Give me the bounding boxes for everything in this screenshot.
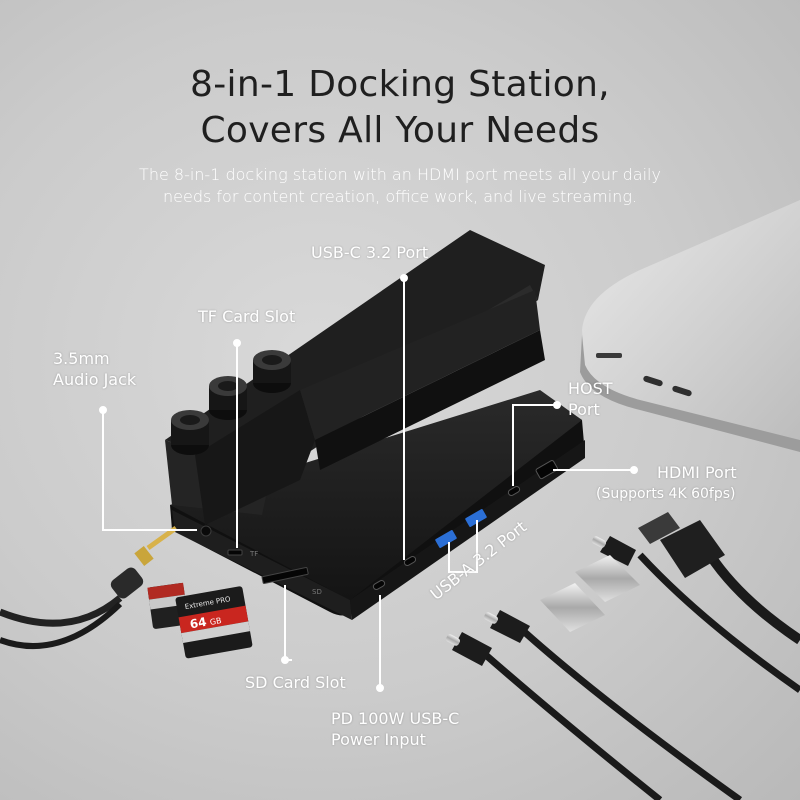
label-host-port-line-1: HOST (568, 379, 613, 398)
label-audio-jack-line-2: Audio Jack (53, 370, 137, 389)
audio-cable-illustration (0, 525, 178, 649)
subtitle-line-2: needs for content creation, office work,… (162, 187, 638, 206)
sd-card-capacity: 64 (189, 615, 208, 632)
label-pd-power-input: PD 100W USB-C Power Input (331, 708, 459, 750)
label-host-port-line-2: Port (568, 400, 600, 419)
headline: 8-in-1 Docking Station, Covers All Your … (0, 62, 800, 154)
label-hdmi-port: HDMI Port (657, 463, 737, 482)
subtitle-line-1: The 8-in-1 docking station with an HDMI … (139, 165, 661, 184)
label-audio-jack-line-1: 3.5mm (53, 349, 110, 368)
headline-line-1: 8-in-1 Docking Station, (190, 64, 610, 105)
label-sd-card-slot: SD Card Slot (245, 673, 346, 692)
headline-line-2: Covers All Your Needs (200, 110, 600, 151)
subtitle: The 8-in-1 docking station with an HDMI … (60, 164, 740, 208)
label-pd-power-input-line-1: PD 100W USB-C (331, 709, 460, 728)
label-tf-card-slot: TF Card Slot (198, 307, 296, 326)
label-hdmi-spec: (Supports 4K 60fps) (596, 486, 736, 502)
label-usbc-32-port: USB-C 3.2 Port (311, 243, 429, 262)
label-audio-jack: 3.5mm Audio Jack (53, 348, 136, 390)
laptop-illustration (580, 200, 800, 452)
tf-mark: TF (249, 550, 258, 558)
docking-station-body (165, 230, 585, 620)
sd-mark: SD (312, 588, 322, 596)
label-host-port: HOST Port (568, 378, 613, 420)
cables-illustration (445, 512, 800, 800)
memory-cards: Extreme PRO 64 GB (147, 582, 253, 659)
sd-card-unit: GB (209, 616, 222, 627)
label-pd-power-input-line-2: Power Input (331, 730, 426, 749)
